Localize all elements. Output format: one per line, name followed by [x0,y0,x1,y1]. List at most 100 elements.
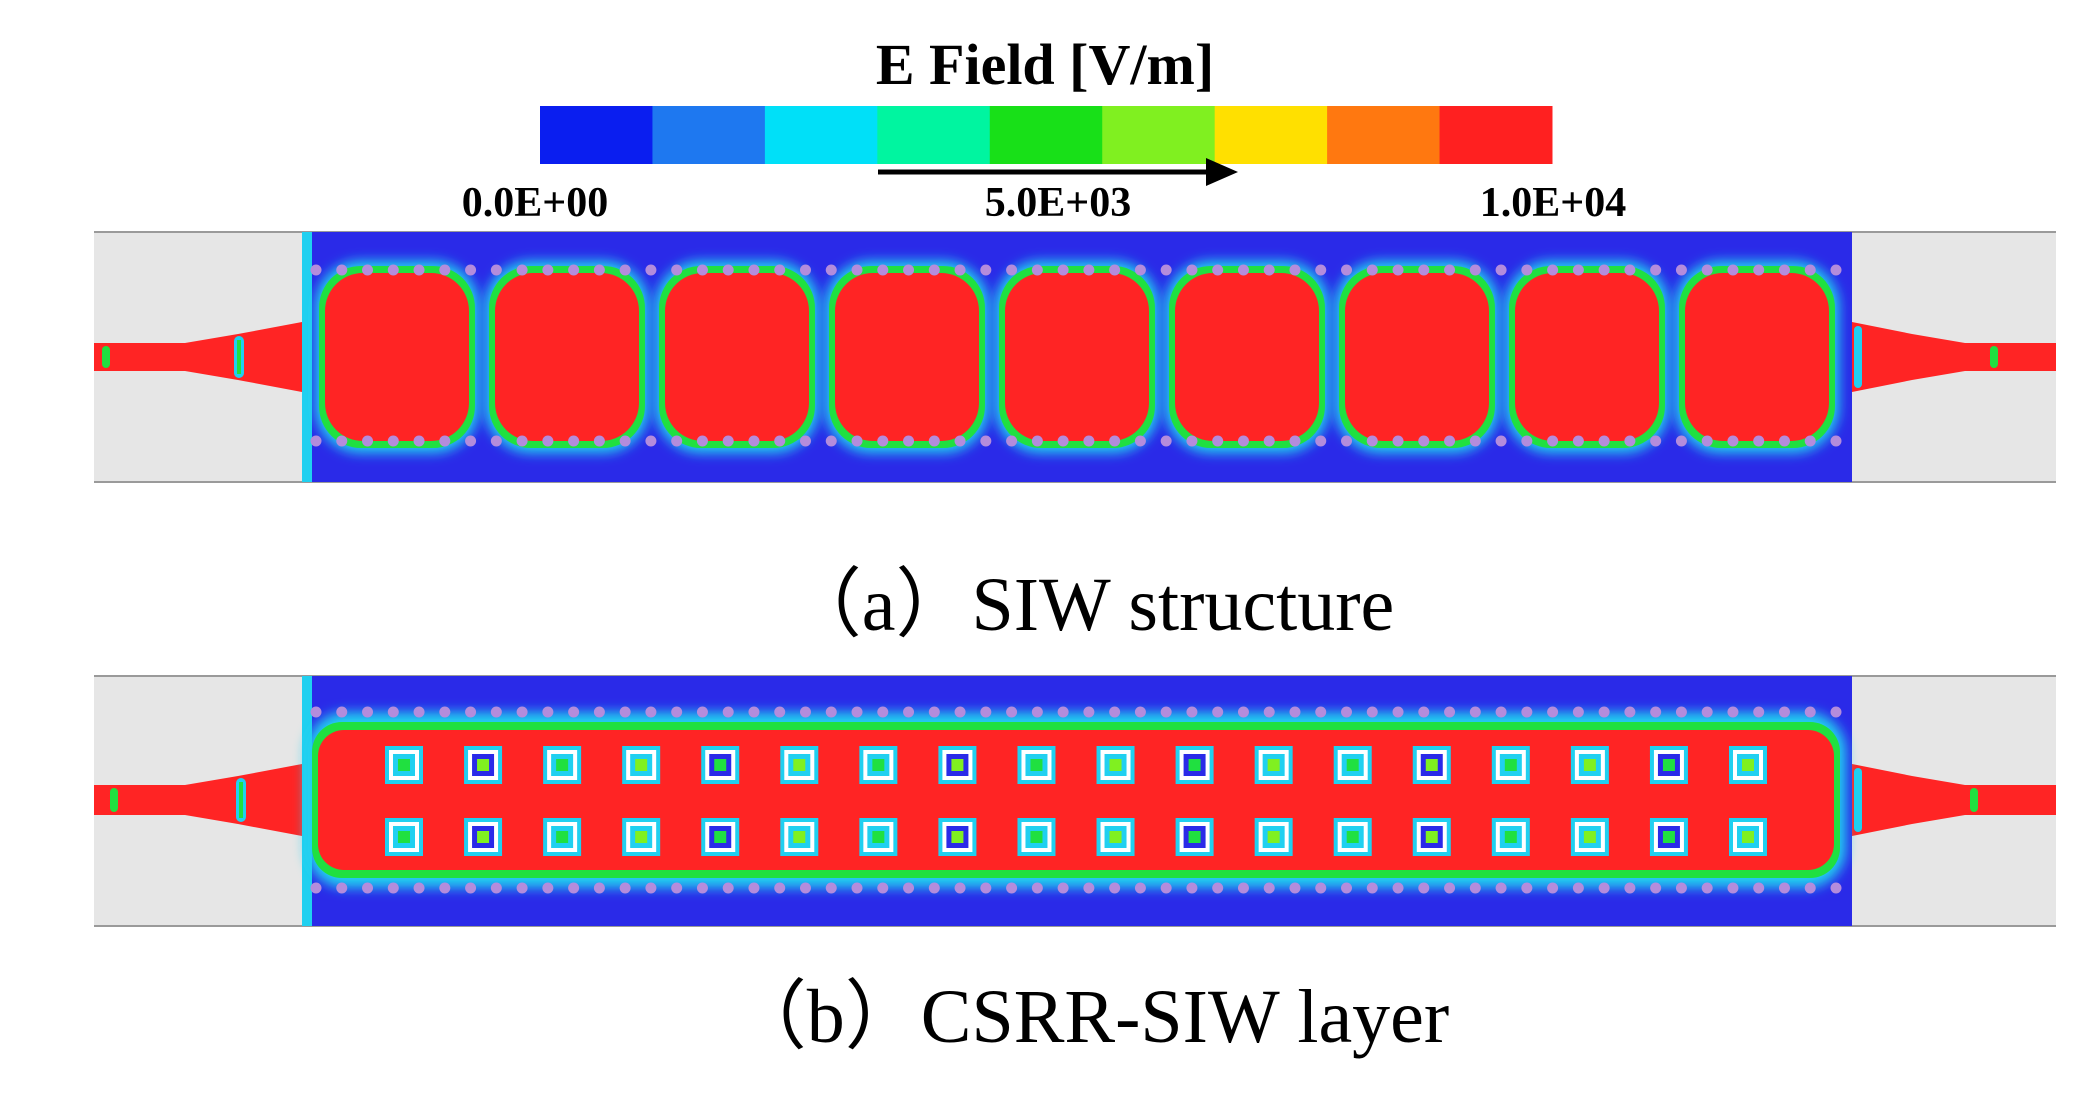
via-hole [851,435,863,447]
via-hole [980,435,992,447]
via-hole [722,882,734,894]
via-hole [1804,706,1816,718]
via-hole [1495,706,1507,718]
csrr-cell [1649,746,1688,784]
via-hole [1031,882,1043,894]
via-hole [336,882,348,894]
via-hole [1727,264,1739,276]
via-hole [851,264,863,276]
via-hole [310,264,322,276]
via-hole [1134,882,1146,894]
csrr-cell-array [385,746,1767,856]
csrr-cell [464,818,503,856]
via-hole [1521,882,1533,894]
legend-mid-label: 5.0E+03 [985,180,1131,226]
via-hole [1160,264,1172,276]
via-hole [490,882,502,894]
via-hole [722,706,734,718]
via-hole [1469,435,1481,447]
csrr-cell [780,746,819,784]
legend-swatch [1214,106,1328,164]
legend-swatch [652,106,766,164]
via-hole [1160,882,1172,894]
via-hole [954,435,966,447]
field-hotspot [1505,261,1669,453]
legend-max-label: 1.0E+04 [1480,180,1626,226]
via-hole [1418,882,1430,894]
via-hole [465,435,477,447]
via-hole [1598,264,1610,276]
via-hole [1598,435,1610,447]
via-hole [413,435,425,447]
via-hole [593,706,605,718]
via-hole [1134,264,1146,276]
via-hole [1495,264,1507,276]
legend-title: E Field [V/m] [876,32,1214,97]
via-hole [1341,435,1353,447]
via-hole [490,264,502,276]
via-hole [799,435,811,447]
via-hole [1804,264,1816,276]
via-hole [1778,706,1790,718]
via-hole [1495,435,1507,447]
via-hole [593,435,605,447]
via-hole [439,706,451,718]
via-hole [1392,264,1404,276]
via-hole [671,435,683,447]
via-hole [1444,706,1456,718]
via-hole [310,882,322,894]
via-hole [1830,882,1842,894]
via-hole [413,882,425,894]
via-hole [1675,706,1687,718]
via-hole [310,706,322,718]
via-hole [954,264,966,276]
via-hole [1186,264,1198,276]
left-edge-transition [302,232,312,482]
via-hole [1804,435,1816,447]
via-hole [542,435,554,447]
via-hole [877,264,889,276]
via-hole [1727,435,1739,447]
via-hole [1006,435,1018,447]
via-hole [1418,264,1430,276]
field-hotspot [315,261,479,453]
csrr-cell [1491,746,1530,784]
via-hole [1083,435,1095,447]
via-hole [1109,882,1121,894]
via-hole [1212,882,1224,894]
via-hole [387,706,399,718]
csrr-cell [1254,746,1293,784]
legend-swatch [540,106,653,164]
via-hole [1341,264,1353,276]
via-hole [1083,706,1095,718]
via-hole [1547,264,1559,276]
via-hole [1675,264,1687,276]
csrr-cell [1491,818,1530,856]
via-hole [722,435,734,447]
via-hole [877,706,889,718]
via-hole [1572,706,1584,718]
field-hotspot [1335,261,1499,453]
via-hole [1237,706,1249,718]
field-hotspot [1675,261,1839,453]
via-hole [1547,882,1559,894]
via-hole [619,706,631,718]
via-hole [671,706,683,718]
via-hole [1134,706,1146,718]
via-hole [1057,435,1069,447]
csrr-cell [1412,746,1451,784]
via-hole [671,264,683,276]
via-hole [1289,264,1301,276]
via-hole [439,264,451,276]
via-hole [413,264,425,276]
via-hole [851,706,863,718]
legend-swatch [764,106,878,164]
via-hole [1057,706,1069,718]
via-hole [1392,706,1404,718]
via-hole [954,706,966,718]
via-hole [1237,435,1249,447]
via-hole [1624,706,1636,718]
via-hole [1083,264,1095,276]
via-hole [1701,706,1713,718]
via-hole [542,706,554,718]
